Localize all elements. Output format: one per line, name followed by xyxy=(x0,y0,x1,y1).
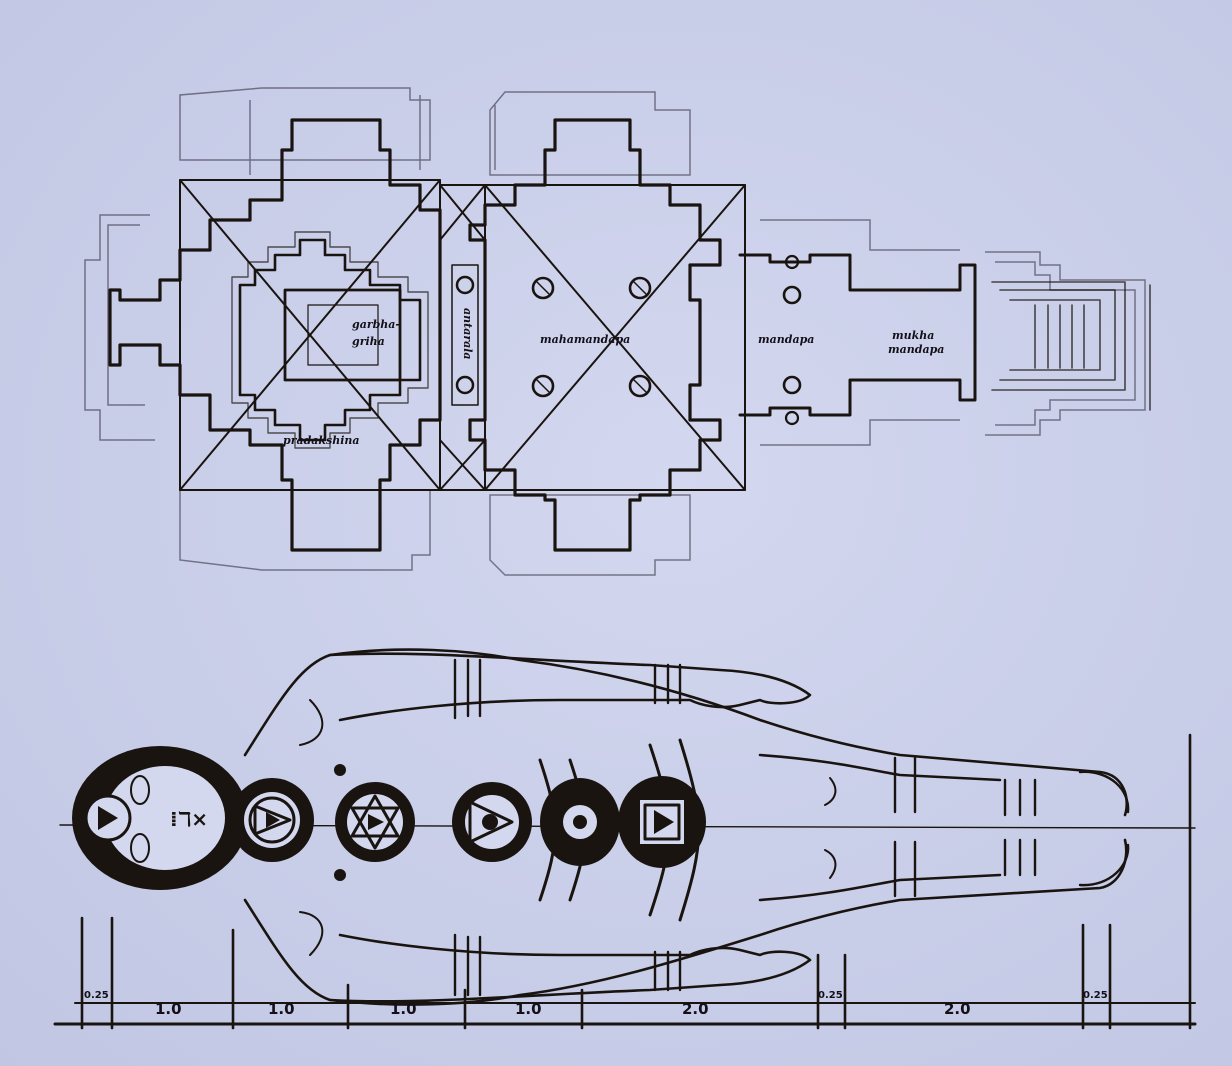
label-antarala: antarala xyxy=(461,308,474,360)
chakra-heart xyxy=(335,782,415,862)
throat-triangle-icon xyxy=(266,812,280,828)
lower-arm xyxy=(328,933,812,1003)
scale-ticks xyxy=(80,733,1192,1030)
head: ⁞ℸ⨯ xyxy=(72,746,248,890)
nipple-dot-upper xyxy=(334,764,346,776)
heart-hexagram-icon xyxy=(368,814,384,830)
chakra-sacral xyxy=(540,778,620,866)
pradakshina-wall xyxy=(238,238,422,442)
label-garbhagriha-1: garbha- xyxy=(352,318,400,331)
scale-bar: 0.25 1.0 1.0 1.0 1.0 2.0 0.25 2.0 0.25 xyxy=(53,733,1197,1030)
scale-label-8: 0.25 xyxy=(1083,990,1108,1001)
garbhagriha-chamber xyxy=(283,288,402,382)
scale-label-6: 0.25 xyxy=(818,990,843,1001)
antarala-pillars xyxy=(451,264,479,406)
scale-label-5: 2.0 xyxy=(682,1000,709,1018)
upper-armbands xyxy=(453,658,682,720)
mahamandapa-pillars xyxy=(531,276,652,398)
scale-label-1: 1.0 xyxy=(155,1000,182,1018)
scale-label-0: 0.25 xyxy=(84,990,109,1001)
navel-dot-icon xyxy=(482,814,498,830)
scale-label-2: 1.0 xyxy=(268,1000,295,1018)
label-garbhagriha-2: griha xyxy=(352,335,385,348)
torso-outline xyxy=(243,648,1129,1006)
head-chakra-triangle-icon xyxy=(98,806,118,830)
body-figure: ⁞ℸ⨯ xyxy=(59,648,1196,1006)
label-mukhamandapa-2: mandapa xyxy=(888,343,944,356)
chakra-navel xyxy=(452,782,532,862)
sacral-circle-icon xyxy=(573,815,587,829)
shoulders xyxy=(299,699,324,956)
scale-label-7: 2.0 xyxy=(944,1000,971,1018)
label-mandapa: mandapa xyxy=(758,333,814,346)
temple-plan: garbha- griha antarala pradakshina maham… xyxy=(84,87,1151,576)
knees xyxy=(824,777,837,879)
scale-label-4: 1.0 xyxy=(515,1000,542,1018)
mahamandapa-outline xyxy=(468,118,722,552)
anklets xyxy=(893,756,1037,898)
feet xyxy=(1078,770,1130,887)
mandapa-pillars xyxy=(782,254,802,426)
sanctum-outline xyxy=(108,118,442,552)
label-mahamandapa: mahamandapa xyxy=(540,333,630,346)
label-pradakshina: pradakshina xyxy=(283,434,360,447)
chakra-throat xyxy=(230,778,314,862)
upper-arm xyxy=(328,652,812,722)
chakra-root xyxy=(618,776,706,868)
root-triangle-icon xyxy=(654,810,674,834)
pradakshina-wall-outer xyxy=(231,231,429,449)
lower-armbands xyxy=(453,933,682,997)
scale-label-3: 1.0 xyxy=(390,1000,417,1018)
garbhagriha-inner xyxy=(307,304,379,366)
mandapa-outline xyxy=(738,253,977,417)
plinth-outlines xyxy=(84,87,1146,576)
entrance-steps xyxy=(991,281,1151,411)
svg-text:⁞ℸ⨯: ⁞ℸ⨯ xyxy=(170,807,208,831)
label-mukhamandapa-1: mukha xyxy=(892,329,934,342)
nipple-dot-lower xyxy=(334,869,346,881)
